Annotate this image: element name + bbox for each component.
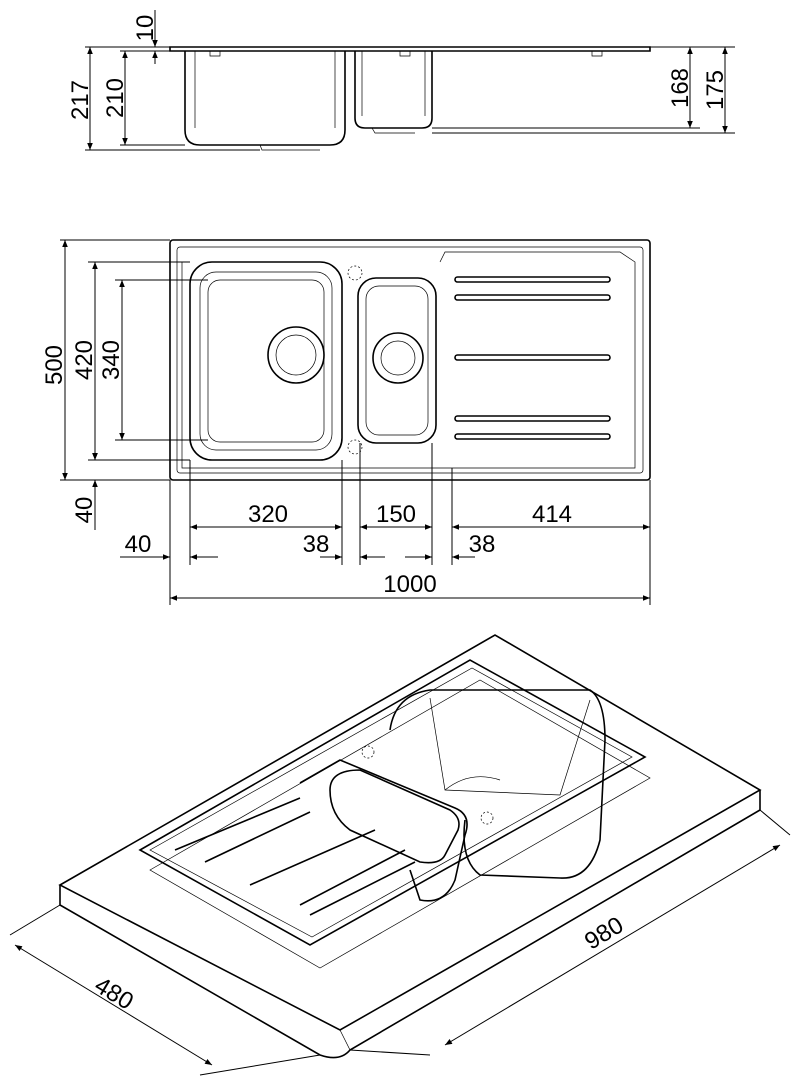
- dim-total-width: 1000: [383, 571, 436, 598]
- dim-big-bowl-width: 320: [248, 501, 288, 528]
- dim-depth-bowl-inner: 340: [98, 340, 125, 380]
- side-view: 10 217 210 168 175: [67, 10, 735, 151]
- dim-depth-bowl-outer: 420: [71, 340, 98, 380]
- dim-overall-left: 217: [67, 80, 94, 120]
- dim-drainer-width: 414: [532, 501, 572, 528]
- dim-cutout-depth: 480: [90, 972, 138, 1016]
- dim-bowl-right: 168: [667, 68, 694, 108]
- dim-gap-right: 38: [469, 531, 496, 558]
- dim-small-bowl-width: 150: [376, 501, 416, 528]
- isometric-drainer-ribs: [174, 797, 416, 916]
- dim-depth-total: 500: [41, 345, 68, 385]
- dim-cutout-width: 980: [580, 912, 628, 956]
- dim-bowl-left: 210: [102, 78, 129, 118]
- dim-top-thickness: 10: [132, 15, 159, 42]
- drainer-ribs: [454, 276, 611, 440]
- drain-hole-icon: [267, 326, 325, 384]
- dim-front-margin: 40: [71, 497, 98, 524]
- dim-left-margin: 40: [125, 531, 152, 558]
- plan-view: 500 420 340 40 320 150 414 40 38 38 1000: [41, 239, 651, 605]
- dim-gap-left: 38: [303, 531, 330, 558]
- dim-overall-right: 175: [702, 70, 729, 110]
- drain-hole-icon: [372, 332, 424, 384]
- isometric-view: 480 980: [9, 634, 791, 1076]
